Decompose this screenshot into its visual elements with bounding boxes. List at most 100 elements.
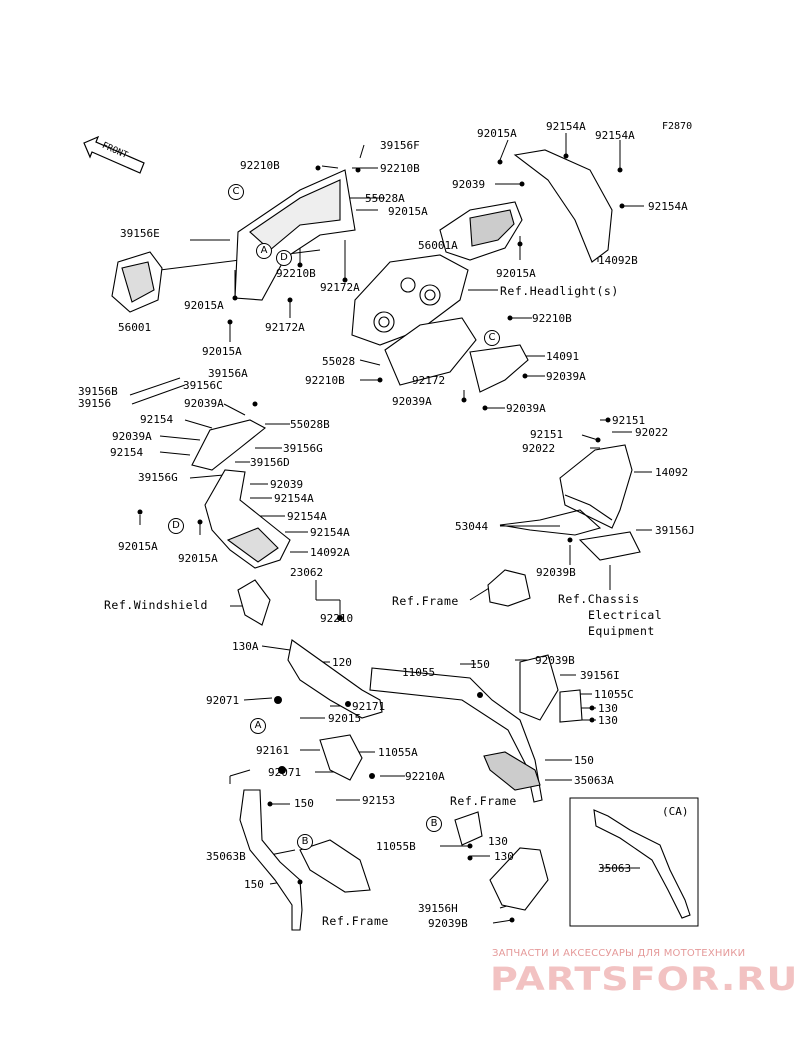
part-label: 39156H [418,902,458,915]
part-label: 92210 [320,612,354,625]
part-label: 92022 [635,426,669,439]
ref-chassis-line-1: Ref.Chassis [558,592,640,606]
part-label: 92210B [240,159,280,172]
part-label: 92039B [536,566,576,579]
part-label: 39156C [183,379,223,392]
part-label: 35063 [598,862,632,875]
part-label: 150 [294,797,314,810]
part-label: 53044 [455,520,489,533]
part-label: 92039A [546,370,586,383]
callout-a-lower: A [250,718,266,734]
part-label: 92039A [112,430,152,443]
ref-windshield: Ref.Windshield [104,598,208,612]
part-label: 92172 [412,374,446,387]
part-label: 92039A [184,397,224,410]
part-label: 92039B [428,917,468,930]
inset-label-ca: (CA) [662,805,689,818]
part-label: 92039 [270,478,304,491]
part-label: 150 [470,658,490,671]
part-label: 92210A [405,770,445,783]
callout-b-right: B [426,816,442,832]
part-label: 92172A [265,321,305,334]
part-label: 11055B [376,840,416,853]
part-label: 92154A [310,526,350,539]
part-label: 39156G [283,442,323,455]
part-label: 92154A [595,129,635,142]
part-label: 39156E [120,227,160,240]
watermark-subtitle: ЗАПЧАСТИ И АКСЕССУАРЫ ДЛЯ МОТОТЕХНИКИ [492,948,746,959]
part-label: 150 [574,754,594,767]
part-label: 130A [232,640,259,653]
front-arrow-icon: FRONT [83,135,145,174]
part-label: 92039 [452,178,486,191]
ref-chassis-line-2: Electrical [588,608,663,622]
part-label: 92151 [612,414,646,427]
part-label: 39156G [138,471,178,484]
part-label: 11055 [402,666,436,679]
part-label: 35063B [206,850,246,863]
part-label: 130 [488,835,508,848]
part-label: 55028A [365,192,405,205]
ref-chassis-line-3: Equipment [588,624,655,638]
part-label: 130 [598,702,618,715]
part-label: 39156B [78,385,118,398]
part-label: 92154 [110,446,144,459]
part-label: 55028 [322,355,356,368]
part-label: 92210B [532,312,572,325]
diagram-code: F2870 [662,121,693,132]
part-label: 92071 [268,766,302,779]
callout-b-left: B [297,834,313,850]
callout-c-upper: C [228,184,244,200]
part-label: 39156A [208,367,248,380]
part-label: 92015A [178,552,218,565]
part-label: 11055C [594,688,634,701]
part-label: 92172A [320,281,360,294]
part-label: 92071 [206,694,240,707]
part-label: 39156I [580,669,620,682]
part-label: 14092A [310,546,350,559]
ref-frame-lower: Ref.Frame [322,914,389,928]
part-label: 92154A [287,510,327,523]
callout-c-lower: C [484,330,500,346]
part-label: 92039B [535,654,575,667]
part-label: 92154 [140,413,174,426]
part-label: 55028B [290,418,330,431]
part-label: 92015 [328,712,362,725]
part-label: 14092B [598,254,638,267]
part-label: 92210B [305,374,345,387]
part-label: 92171 [352,700,386,713]
part-label: 92153 [362,794,396,807]
part-label: 92015A [496,267,536,280]
watermark-brand: PARTSFOR.RU [490,960,799,998]
ref-frame-upper: Ref.Frame [392,594,459,608]
part-label: 14091 [546,350,580,363]
ref-headlight: Ref.Headlight(s) [500,284,619,298]
part-label: 92039A [506,402,546,415]
part-label: 92151 [530,428,564,441]
part-label: 92015A [118,540,158,553]
part-label: 39156D [250,456,290,469]
part-label: 14092 [655,466,689,479]
callout-d-upper: D [276,250,292,266]
part-label: 92210B [380,162,420,175]
part-label: 92015A [184,299,224,312]
part-label: 92154A [648,200,688,213]
part-label: 92210B [276,267,316,280]
part-label: 35063A [574,774,614,787]
part-label: 92039A [392,395,432,408]
part-label: 92015A [477,127,517,140]
part-label: 150 [244,878,264,891]
part-label: 92161 [256,744,290,757]
part-label: 92015A [388,205,428,218]
part-label: 23062 [290,566,324,579]
part-label: 92022 [522,442,556,455]
part-label: 130 [598,714,618,727]
part-label: 92154A [546,120,586,133]
part-label: 39156J [655,524,695,537]
part-label: 120 [332,656,352,669]
part-label: 11055A [378,746,418,759]
part-label: 39156 [78,397,112,410]
ref-frame-middle: Ref.Frame [450,794,517,808]
